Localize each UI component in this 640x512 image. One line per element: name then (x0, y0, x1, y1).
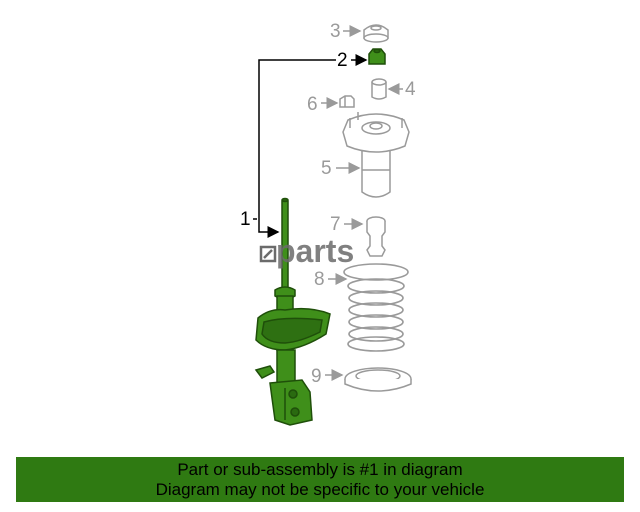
info-banner: Part or sub-assembly is #1 in diagram Di… (16, 457, 624, 502)
part-1-strut-assembly (254, 197, 331, 426)
callout-3: 3 (330, 21, 341, 42)
leader-line-1 (258, 59, 336, 218)
callout-8: 8 (314, 269, 325, 290)
callout-1-arrow (258, 218, 280, 238)
part-6-small-nut (339, 95, 355, 108)
callout-5: 5 (321, 158, 332, 179)
part-8-coil-spring (343, 263, 409, 352)
part-5-strut-mount (342, 112, 410, 198)
watermark-text: parts (276, 233, 354, 269)
callout-1: 1 (240, 209, 251, 230)
part-2-nut (368, 48, 386, 65)
part-3-upper-cap (363, 24, 389, 43)
callout-7: 7 (330, 214, 341, 235)
part-4-bushing (371, 78, 387, 100)
banner-line-2: Diagram may not be specific to your vehi… (155, 480, 485, 499)
callout-6: 6 (307, 94, 318, 115)
part-7-bump-stop (366, 216, 386, 257)
callout-4: 4 (405, 79, 416, 100)
part-9-spring-seat (344, 367, 412, 392)
banner-line-1: Part or sub-assembly is #1 in diagram (177, 460, 463, 479)
callout-9: 9 (311, 366, 322, 387)
callout-2: 2 (337, 50, 348, 71)
watermark-logo: parts (259, 233, 354, 269)
